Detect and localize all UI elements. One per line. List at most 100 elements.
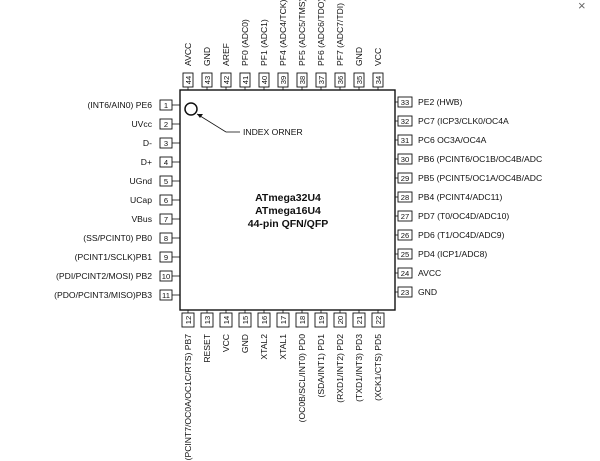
pin-number: 6	[164, 196, 168, 205]
pin-28: 28 PB4 (PCINT4/ADC11)	[395, 191, 503, 203]
pin-number: 7	[164, 215, 168, 224]
pin-number: 21	[355, 316, 364, 324]
pin-number: 32	[401, 117, 409, 126]
pin-number: 1	[164, 101, 168, 110]
pin-number: 28	[401, 193, 409, 202]
pin-box	[276, 312, 290, 328]
pin-24: 24 AVCC	[395, 267, 441, 279]
pin-number: 41	[241, 76, 250, 84]
pin-18: 18(OC0B/SCL/INT0) PD0	[295, 310, 309, 422]
pin-number: 3	[164, 139, 168, 148]
pin-label: GND	[354, 47, 364, 66]
pin-21: 21(TXD1/INT3) PD3	[352, 310, 366, 402]
pin-label: (PCINT7/OC0A/OC1C/RTS) PB7	[183, 334, 193, 461]
pin-label: AVCC	[418, 268, 441, 278]
pin-label: PD4 (ICP1/ADC8)	[418, 249, 487, 259]
pin-number: 14	[222, 316, 231, 324]
pin-1: 1 (INT6/AIN0) PE6	[88, 99, 180, 111]
pin-number: 31	[401, 136, 409, 145]
pin-number: 26	[401, 231, 409, 240]
pin-label: GND	[418, 287, 437, 297]
pin-number: 23	[401, 288, 409, 297]
pin-label: (PCINT1/SCLK)PB1	[75, 252, 153, 262]
pin-32: 32 PC7 (ICP3/CLK0/OC4A	[395, 115, 509, 127]
chip-body	[179, 89, 396, 311]
pin-number: 40	[260, 76, 269, 84]
pin-20: 20 (RXD1/INT2) PD2	[333, 310, 347, 403]
pin-label: (SS/PCINT0) PB0	[83, 233, 152, 243]
pin-number: 30	[401, 155, 409, 164]
pin-label: PC7 (ICP3/CLK0/OC4A	[418, 116, 509, 126]
pin-box	[397, 153, 413, 165]
pin-number: 24	[401, 269, 409, 278]
pins-left: 1(INT6/AIN0) PE62UVcc3D-4D+5UGnd6UCap7VB…	[54, 99, 180, 301]
pin-label: AVCC	[183, 43, 193, 66]
pin-box	[371, 312, 385, 328]
pin-label: UGnd	[130, 176, 153, 186]
pin-10: 10 (PDI/PCINT2/MOSI) PB2	[56, 270, 180, 282]
pin-number: 44	[184, 76, 193, 84]
pin-label: VCC	[221, 334, 231, 352]
pin-label: (RXD1/INT2) PD2	[335, 334, 345, 403]
pin-label: PB4 (PCINT4/ADC11)	[418, 192, 503, 202]
pin-7: 7 VBus	[131, 213, 180, 225]
pin-label: (INT6/AIN0) PE6	[88, 100, 153, 110]
pin-40: 40 PF1 (ADC1)	[258, 19, 270, 90]
index-pointer-line	[196, 113, 227, 133]
pin-number: 35	[355, 76, 364, 84]
pin-box	[397, 210, 413, 222]
pin-number: 19	[317, 316, 326, 324]
pin-19: 19(SDA/INT1) PD1	[314, 310, 328, 398]
pin-label: RESET	[202, 333, 212, 362]
chip-name-line-2: ATmega16U4	[255, 205, 321, 217]
pin-11: 11 (PDO/PCINT3/MISO)PB3	[54, 289, 180, 301]
pin-number: 25	[401, 250, 409, 259]
index-corner-marker	[184, 102, 198, 116]
pin-label: UVcc	[131, 119, 152, 129]
pin-number: 9	[164, 253, 168, 262]
pin-22: 22(XCK1/CTS) PD5	[371, 310, 385, 401]
pin-35: 35 GND	[353, 47, 365, 90]
pin-label: UCap	[130, 195, 152, 205]
pin-label: (PDO/PCINT3/MISO)PB3	[54, 290, 152, 300]
pin-number: 20	[336, 316, 345, 324]
pin-25: 25 PD4 (ICP1/ADC8)	[395, 248, 487, 260]
pin-box	[295, 312, 309, 328]
pin-box	[397, 172, 413, 184]
pin-box	[397, 115, 413, 127]
pin-box	[200, 312, 214, 328]
pins-bottom: 12(PCINT7/OC0A/OC1C/RTS) PB713RESET14VCC…	[181, 310, 385, 461]
pin-label: PF0 (ADC0)	[240, 19, 250, 66]
pin-label: VBus	[131, 214, 152, 224]
pin-number: 13	[203, 316, 212, 324]
pin-number: 10	[162, 272, 170, 281]
pin-label: PF1 (ADC1)	[259, 19, 269, 66]
pin-box	[397, 267, 413, 279]
close-icon[interactable]: ×	[578, 0, 586, 13]
pin-label: (PDI/PCINT2/MOSI) PB2	[56, 271, 152, 281]
pin-label: PF4 (ADC4/TCK)	[278, 0, 288, 66]
pin-label: PB6 (PCINT6/OC1B/OC4B/ADC	[418, 154, 542, 164]
pin-box	[238, 312, 252, 328]
pin-box	[181, 312, 195, 328]
pin-box	[397, 248, 413, 260]
index-arrow-head	[197, 114, 203, 118]
pin-label: PF5 (ADC5/TMS)	[297, 0, 307, 66]
pin-label: AREF	[221, 43, 231, 66]
pin-44: 44 AVCC	[182, 43, 194, 90]
pin-number: 29	[401, 174, 409, 183]
pin-number: 11	[162, 291, 170, 300]
pin-label: GND	[202, 47, 212, 66]
pin-number: 18	[298, 316, 307, 324]
